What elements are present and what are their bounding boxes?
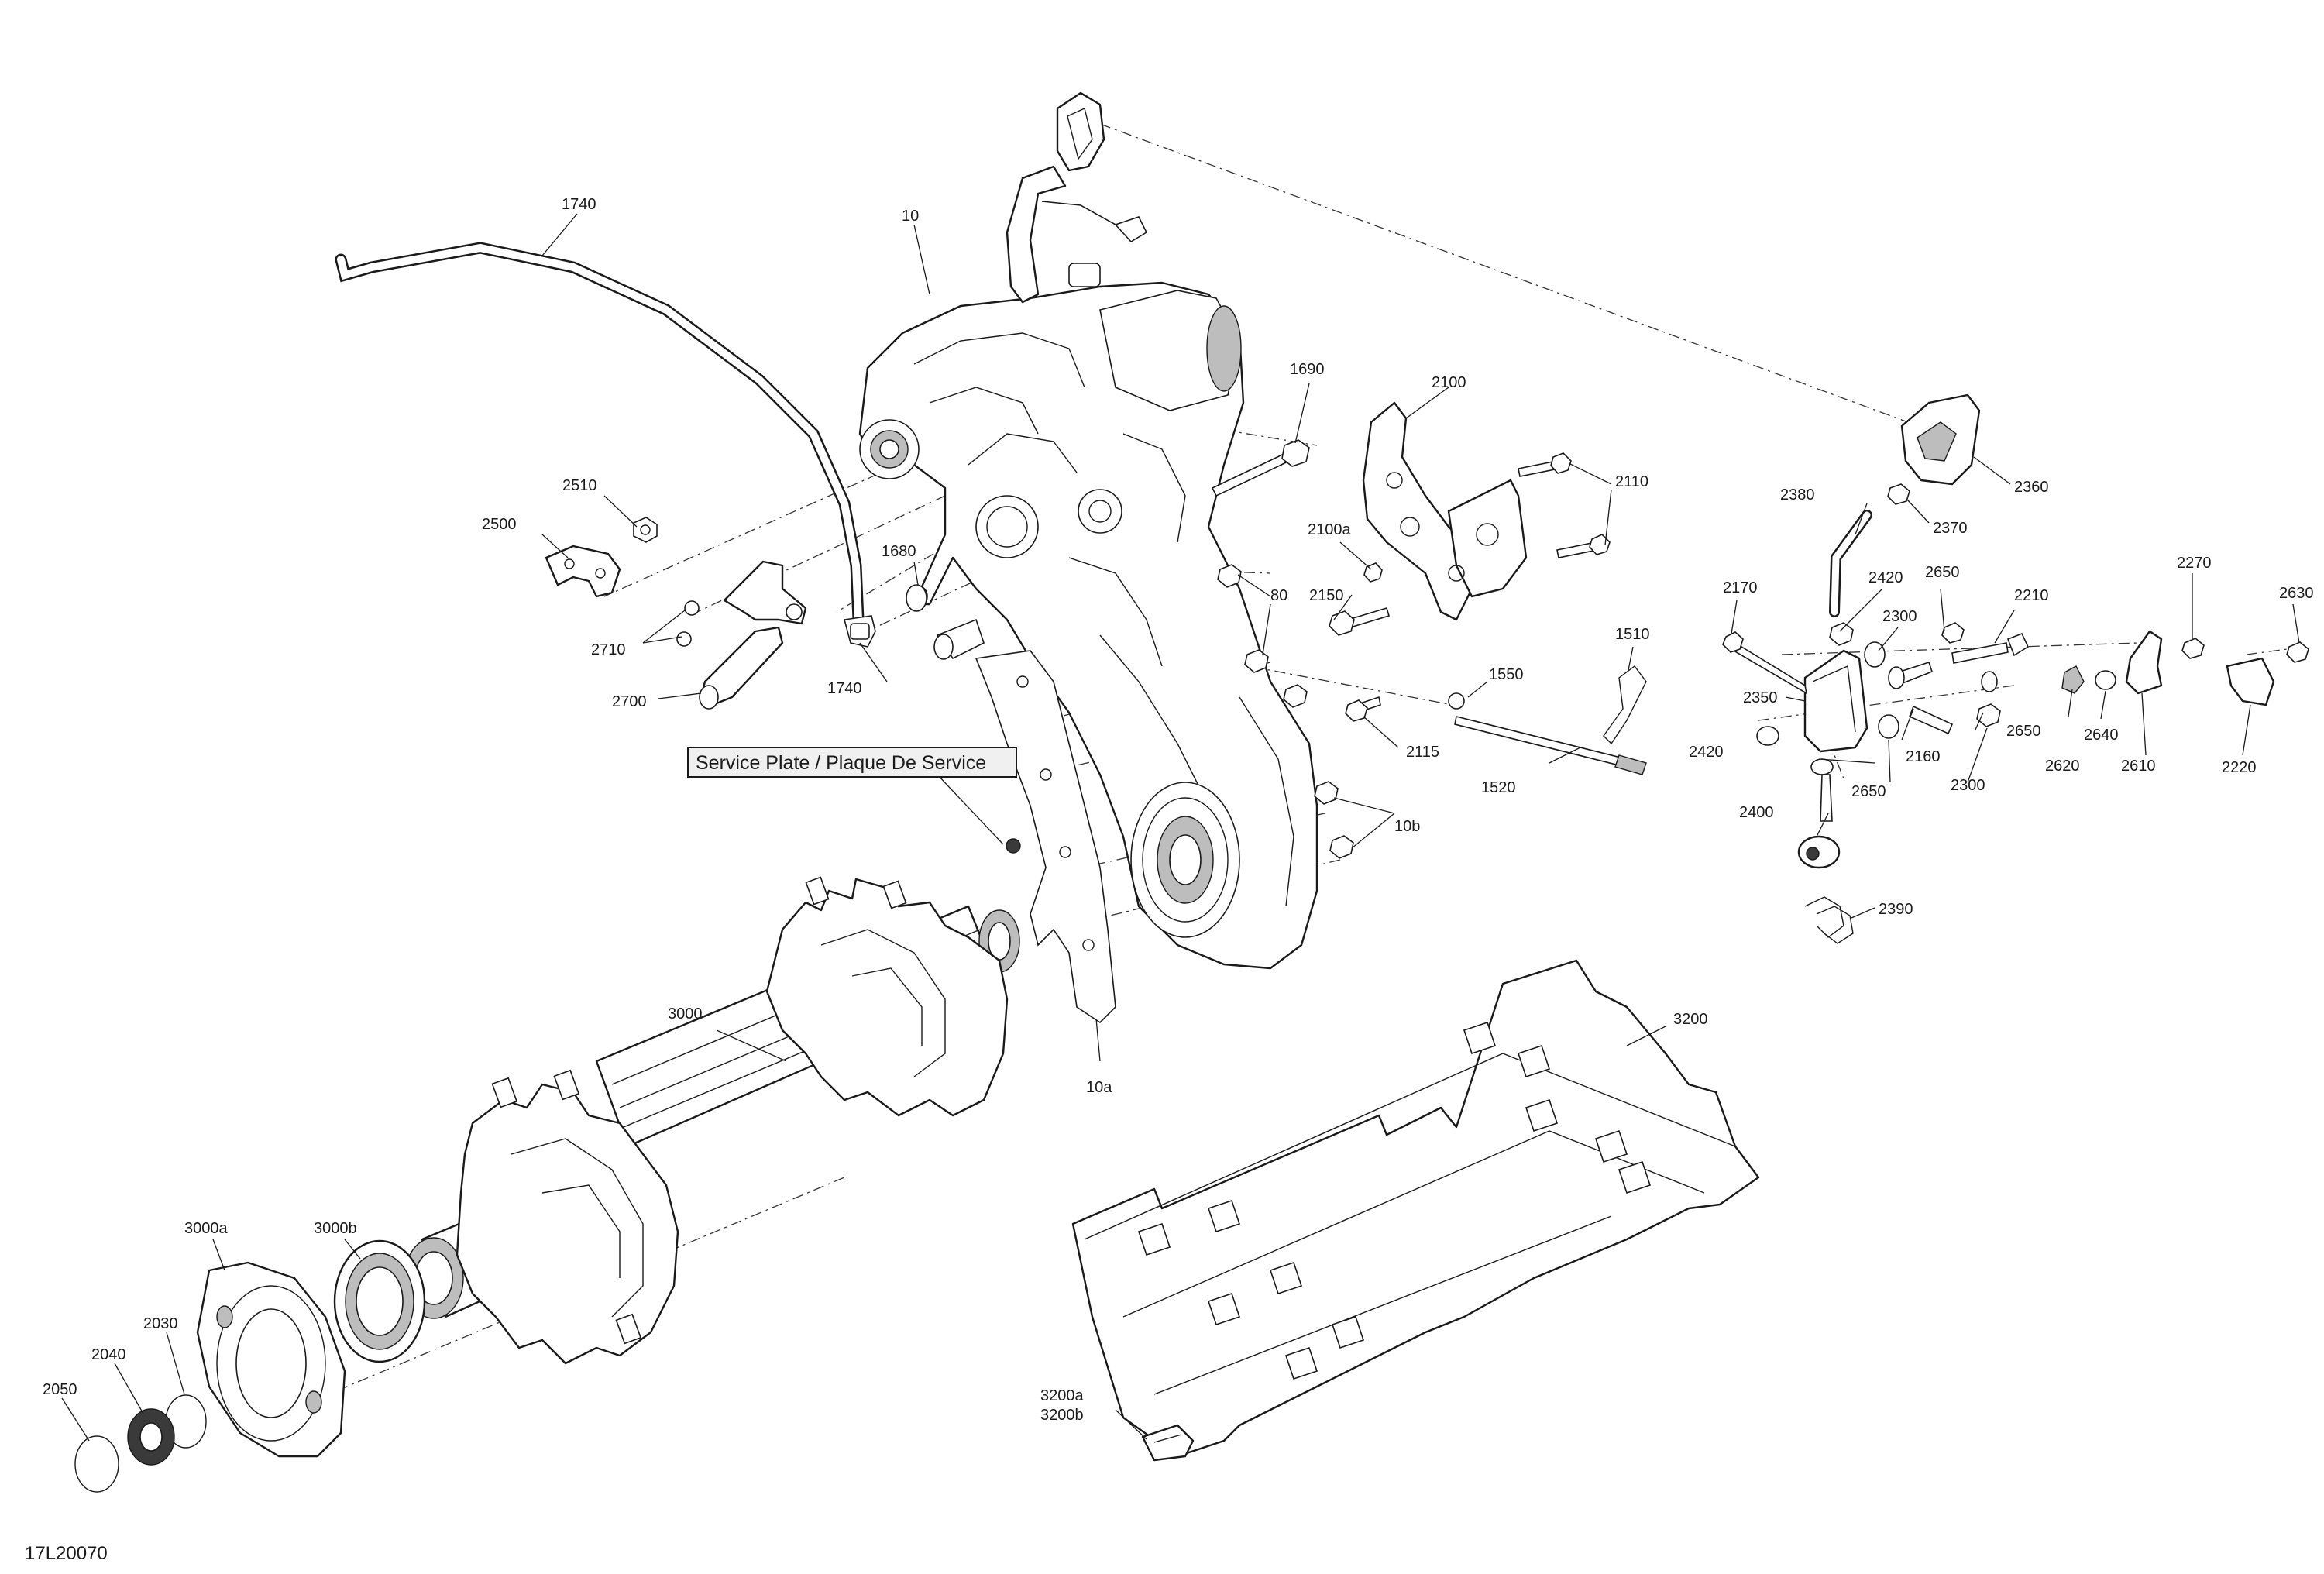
sprocket-near [456, 1069, 679, 1365]
callout-label: 2210 [2014, 587, 2049, 604]
clip-1510 [1603, 665, 1647, 745]
nut-2510 [633, 517, 658, 543]
bracket-2100 [1362, 401, 1528, 621]
fitting-1740 [850, 623, 870, 640]
callout-label: 3200 [1673, 1011, 1708, 1028]
callout-label: 2650 [2006, 723, 2041, 740]
callout-label: 3200a [1040, 1387, 1084, 1404]
callout-label: 2050 [43, 1381, 77, 1398]
callout-label: 2350 [1743, 689, 1778, 706]
callout-label: 2500 [482, 516, 517, 533]
callout-label: 2160 [1906, 748, 1941, 765]
callout-label: 80 [1270, 587, 1287, 604]
callout-label: 1550 [1489, 666, 1524, 683]
shift-shaft-1520 [1448, 692, 1647, 775]
callout-label: 2360 [2014, 479, 2049, 496]
callout-label: 1740 [827, 680, 862, 697]
callout-label: 2380 [1780, 486, 1815, 503]
callout-label: 10b [1394, 818, 1420, 835]
callout-label: 2100a [1308, 521, 1351, 538]
callout-label: 2390 [1879, 901, 1913, 918]
callout-label: 2620 [2045, 758, 2080, 775]
callout-label: 3000b [314, 1220, 357, 1237]
callout-label: 2370 [1933, 520, 1968, 537]
nut-2370 [1887, 483, 1910, 505]
shift-guard-2500 [545, 545, 621, 598]
callout-label: 2510 [562, 477, 597, 494]
callout-label: 2150 [1309, 587, 1344, 604]
callout-label: 2420 [1868, 569, 1903, 586]
callout-leaders [61, 213, 2300, 1442]
callout-label: 2700 [612, 693, 647, 710]
callout-label: 1680 [882, 543, 916, 560]
callout-label: 1740 [562, 196, 596, 213]
clip-3200a [1141, 1424, 1195, 1462]
callout-label: 3200b [1040, 1407, 1084, 1424]
callout-label: 2610 [2121, 758, 2156, 775]
bearing-2040 [127, 1408, 175, 1466]
callout-label: 3000 [668, 1005, 703, 1022]
callout-labels: 1740 10 1690 2100 2110 2100a 2150 80 168… [43, 196, 2314, 1424]
callout-label: 2640 [2084, 727, 2119, 744]
callout-label: 2030 [143, 1315, 178, 1332]
rod-2380 [1829, 510, 1872, 617]
callout-label: 2400 [1739, 804, 1774, 821]
seal-3000b [333, 1239, 426, 1363]
callout-label: 2100 [1432, 374, 1466, 391]
bolts [1211, 439, 1611, 859]
callout-label: 3000a [184, 1220, 228, 1237]
callout-label: 1510 [1615, 626, 1650, 643]
sprocket-far [765, 876, 1009, 1117]
spring-2390 [1804, 896, 1854, 944]
callout-label: 2220 [2222, 759, 2257, 776]
callout-label: 1690 [1290, 361, 1325, 378]
housing-gasket [975, 650, 1116, 1024]
callout-label: 2270 [2177, 555, 2212, 572]
service-plate-label: Service Plate / Plaque De Service [687, 747, 1017, 778]
callout-label: 2300 [1882, 608, 1917, 625]
callout-label: 2420 [1689, 744, 1724, 761]
callout-label: 2630 [2279, 585, 2314, 602]
callout-label: 10a [1086, 1079, 1112, 1096]
figure-code: 17L20070 [25, 1543, 108, 1564]
bearing-housing-3000a [196, 1261, 346, 1458]
callout-label: 2170 [1723, 579, 1758, 596]
callout-label: 2710 [591, 641, 626, 658]
ball-joint-2400 [1797, 774, 1841, 869]
callout-label: 2110 [1615, 473, 1648, 490]
service-plate-text: Service Plate / Plaque De Service [696, 752, 986, 774]
knob-2360 [1900, 394, 1981, 486]
callout-label: 10 [902, 208, 919, 225]
circlip-2050 [74, 1435, 119, 1493]
callout-label: 1520 [1481, 779, 1516, 796]
callout-label: 2300 [1951, 777, 1985, 794]
bellcrank-2350 [1722, 631, 1868, 753]
callout-label: 2040 [91, 1346, 126, 1363]
shift-lever-2700 [676, 560, 807, 710]
skid-plate-3200 [1071, 959, 1760, 1458]
bushing-1680 [906, 584, 927, 612]
link-parts [1756, 622, 2309, 775]
callout-label: 2650 [1925, 564, 1960, 581]
callout-label: 2650 [1851, 783, 1886, 800]
callout-label: 2115 [1406, 744, 1439, 761]
